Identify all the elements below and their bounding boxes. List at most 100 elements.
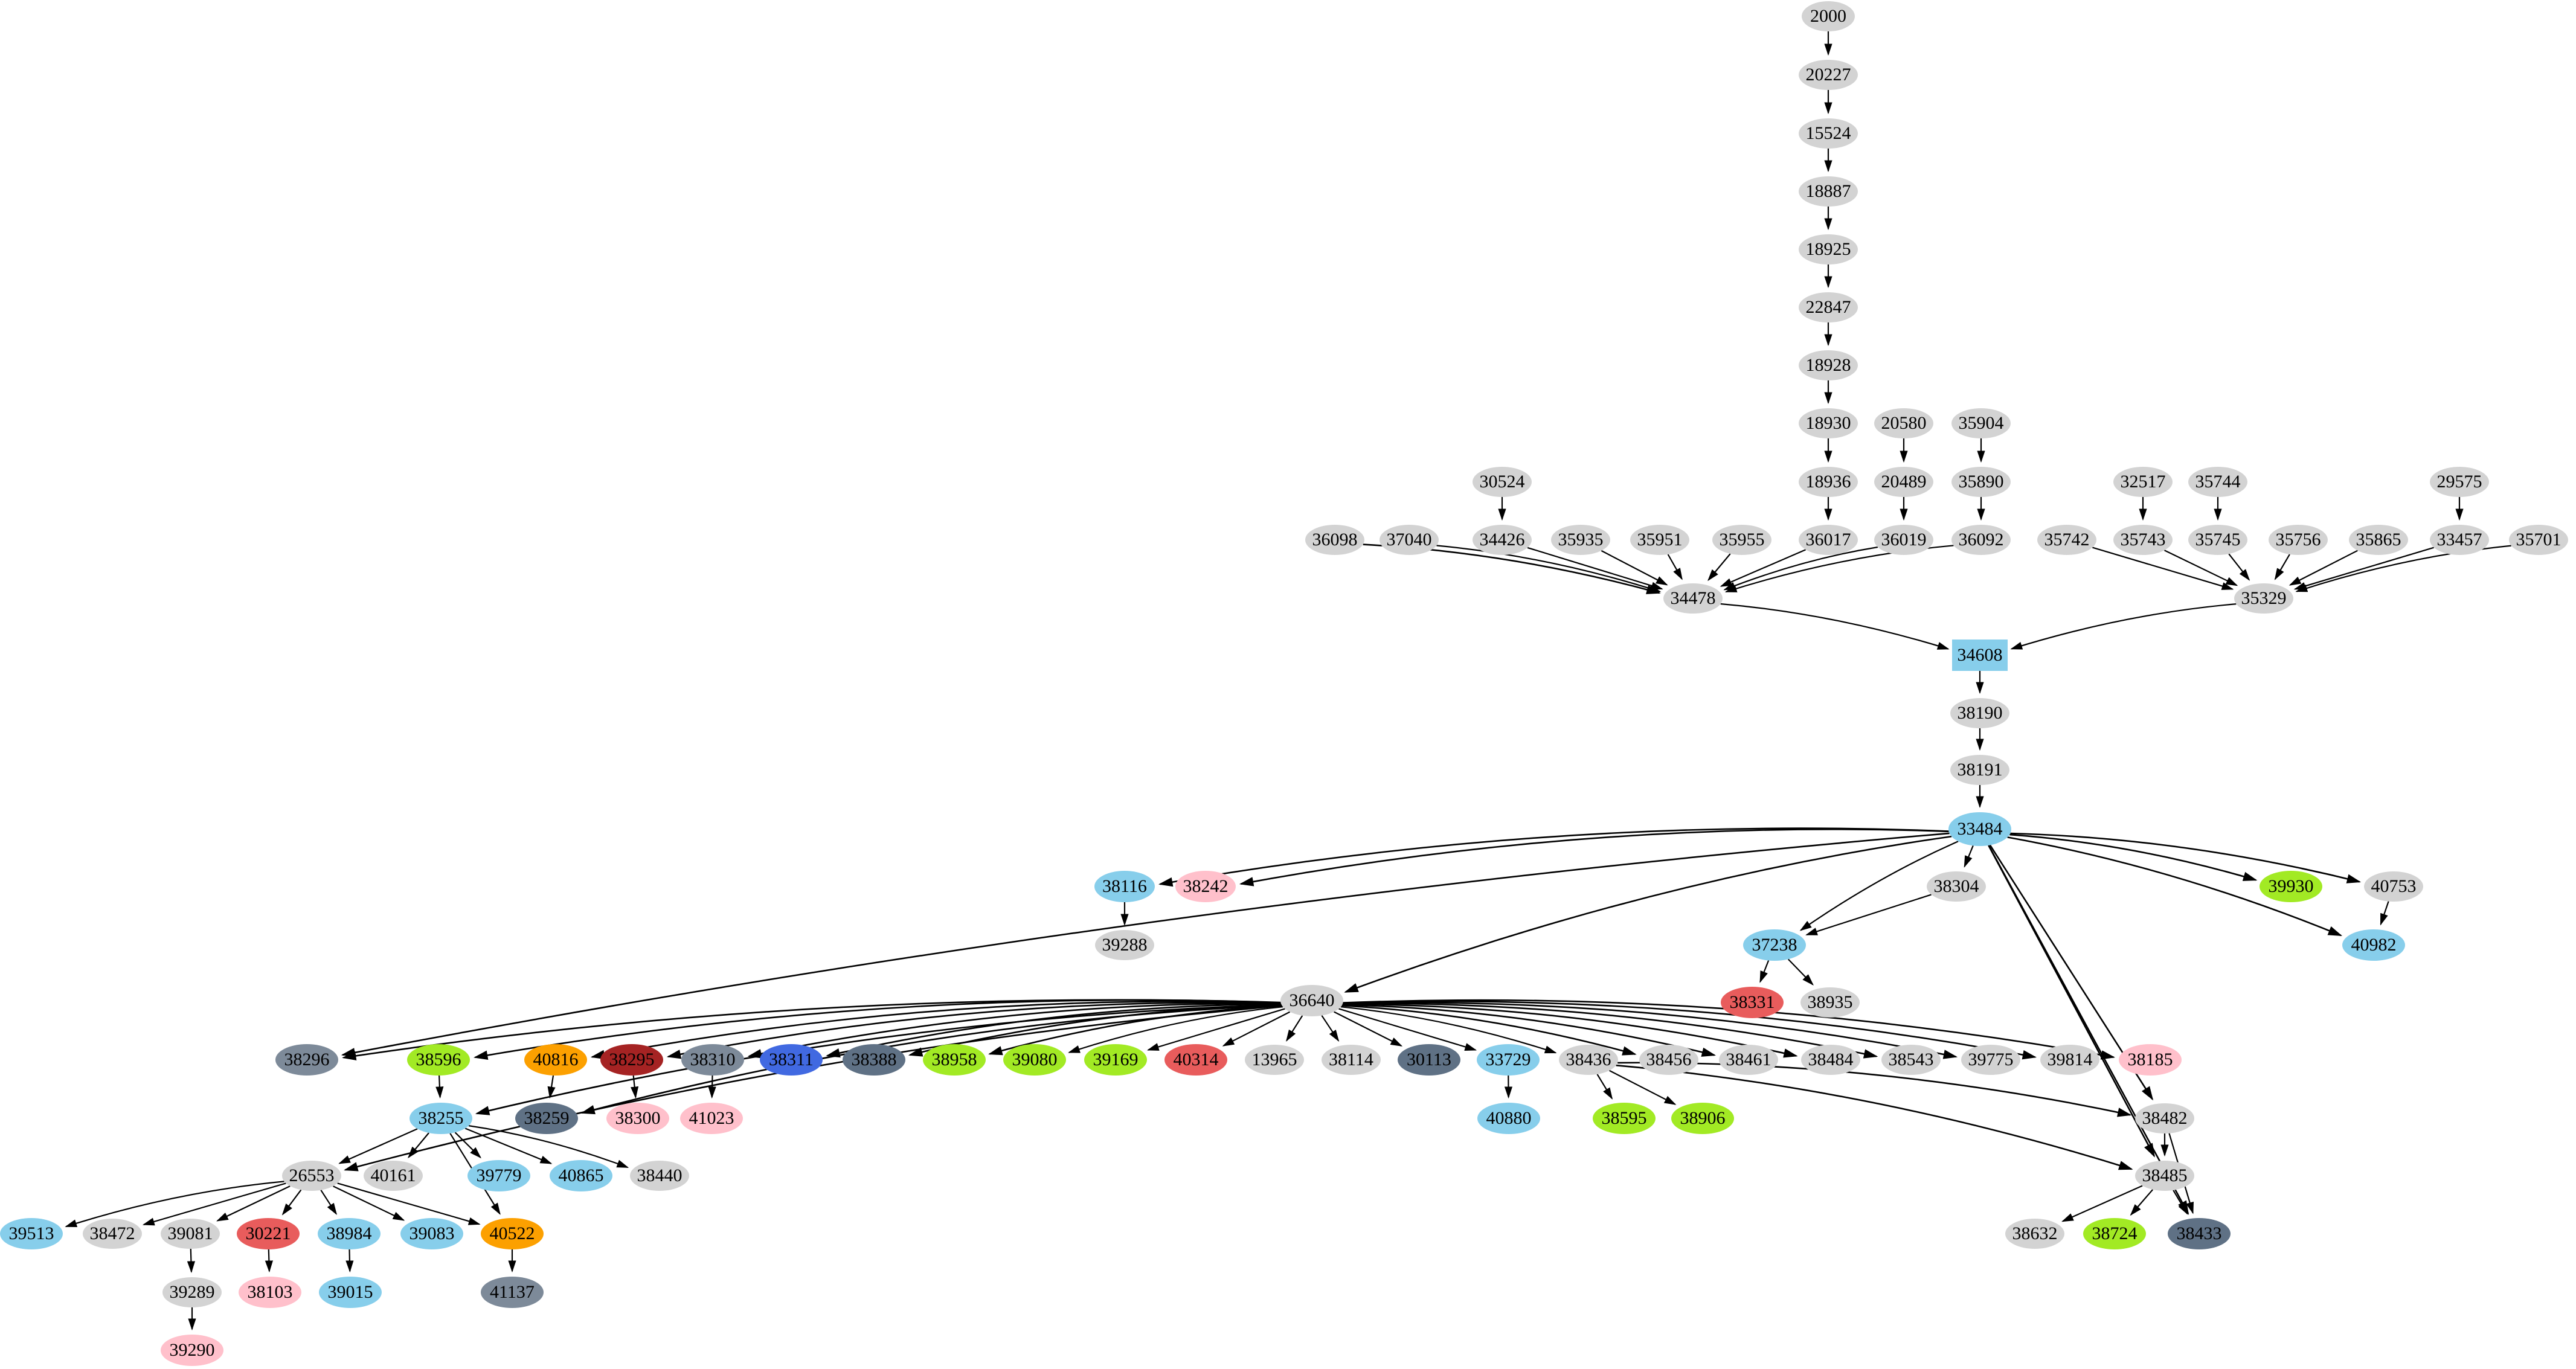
graph-node-30221[interactable]: 30221 <box>237 1218 300 1249</box>
graph-node-39169[interactable]: 39169 <box>1084 1044 1147 1076</box>
graph-node-38300[interactable]: 38300 <box>606 1103 669 1134</box>
graph-node-40982[interactable]: 40982 <box>2342 929 2405 961</box>
graph-node-38185[interactable]: 38185 <box>2119 1044 2182 1076</box>
graph-node-33484[interactable]: 33484 <box>1948 812 2011 846</box>
graph-node-18936[interactable]: 18936 <box>1799 467 1858 497</box>
graph-node-36019[interactable]: 36019 <box>1874 525 1933 555</box>
graph-node-38331[interactable]: 38331 <box>1721 987 1784 1018</box>
graph-node-38485[interactable]: 38485 <box>2135 1161 2194 1191</box>
graph-node-34608[interactable]: 34608 <box>1952 640 2008 671</box>
graph-node-29575[interactable]: 29575 <box>2430 467 2489 497</box>
graph-node-40522[interactable]: 40522 <box>481 1218 544 1249</box>
graph-node-35935[interactable]: 35935 <box>1551 525 1610 555</box>
graph-node-39081[interactable]: 39081 <box>161 1219 220 1249</box>
graph-node-34478[interactable]: 34478 <box>1663 583 1723 614</box>
graph-node-18930[interactable]: 18930 <box>1799 408 1858 438</box>
graph-node-38191[interactable]: 38191 <box>1950 755 2009 785</box>
graph-node-38935[interactable]: 38935 <box>1800 987 1860 1018</box>
graph-node-38595[interactable]: 38595 <box>1593 1103 1656 1134</box>
graph-node-20489[interactable]: 20489 <box>1874 467 1933 497</box>
graph-node-38596[interactable]: 38596 <box>407 1044 470 1076</box>
graph-node-35745[interactable]: 35745 <box>2188 525 2247 555</box>
graph-node-18925[interactable]: 18925 <box>1799 234 1858 265</box>
graph-node-38242[interactable]: 38242 <box>1175 871 1236 902</box>
graph-node-38543[interactable]: 38543 <box>1881 1045 1941 1075</box>
graph-node-35756[interactable]: 35756 <box>2269 525 2328 555</box>
graph-node-39779[interactable]: 39779 <box>467 1160 530 1191</box>
graph-node-38456[interactable]: 38456 <box>1639 1045 1698 1075</box>
graph-node-35951[interactable]: 35951 <box>1630 525 1689 555</box>
graph-node-38310[interactable]: 38310 <box>681 1044 744 1076</box>
graph-node-38433[interactable]: 38433 <box>2168 1218 2231 1249</box>
graph-node-38984[interactable]: 38984 <box>318 1218 381 1249</box>
graph-node-38436[interactable]: 38436 <box>1559 1045 1618 1075</box>
graph-node-30113[interactable]: 30113 <box>1398 1044 1460 1076</box>
graph-node-41137[interactable]: 41137 <box>481 1277 544 1308</box>
graph-node-39814[interactable]: 39814 <box>2040 1045 2099 1075</box>
graph-node-40816[interactable]: 40816 <box>524 1044 587 1076</box>
graph-node-38724[interactable]: 38724 <box>2083 1218 2146 1249</box>
graph-node-13965[interactable]: 13965 <box>1245 1045 1304 1075</box>
graph-node-35865[interactable]: 35865 <box>2349 525 2408 555</box>
graph-node-35904[interactable]: 35904 <box>1951 408 2011 438</box>
graph-node-38440[interactable]: 38440 <box>630 1161 689 1191</box>
graph-node-2000[interactable]: 2000 <box>1802 1 1855 31</box>
graph-node-22847[interactable]: 22847 <box>1799 292 1858 322</box>
graph-node-37238[interactable]: 37238 <box>1743 929 1806 961</box>
graph-node-32517[interactable]: 32517 <box>2113 467 2173 497</box>
graph-node-38461[interactable]: 38461 <box>1719 1045 1778 1075</box>
graph-node-34426[interactable]: 34426 <box>1473 525 1532 555</box>
graph-node-39289[interactable]: 39289 <box>162 1277 222 1307</box>
graph-node-38472[interactable]: 38472 <box>83 1219 142 1249</box>
graph-node-39288[interactable]: 39288 <box>1095 930 1154 960</box>
graph-node-38311[interactable]: 38311 <box>760 1044 823 1076</box>
graph-node-39080[interactable]: 39080 <box>1003 1044 1066 1076</box>
graph-node-40753[interactable]: 40753 <box>2364 871 2423 902</box>
graph-node-38259[interactable]: 38259 <box>515 1103 578 1134</box>
graph-node-35329[interactable]: 35329 <box>2234 583 2293 614</box>
graph-node-38482[interactable]: 38482 <box>2135 1103 2194 1133</box>
graph-node-35742[interactable]: 35742 <box>2037 525 2096 555</box>
graph-node-38304[interactable]: 38304 <box>1927 871 1986 902</box>
graph-node-38116[interactable]: 38116 <box>1094 871 1155 902</box>
graph-node-36092[interactable]: 36092 <box>1951 525 2011 555</box>
graph-node-20580[interactable]: 20580 <box>1874 408 1933 438</box>
graph-node-38295[interactable]: 38295 <box>600 1044 663 1076</box>
graph-node-18928[interactable]: 18928 <box>1799 350 1858 380</box>
graph-node-38296[interactable]: 38296 <box>275 1044 338 1076</box>
graph-node-15524[interactable]: 15524 <box>1799 118 1858 149</box>
graph-node-38190[interactable]: 38190 <box>1950 698 2009 728</box>
graph-node-38632[interactable]: 38632 <box>2005 1219 2064 1249</box>
graph-node-18887[interactable]: 18887 <box>1799 176 1858 207</box>
graph-node-40865[interactable]: 40865 <box>550 1160 612 1191</box>
graph-node-39930[interactable]: 39930 <box>2260 871 2322 902</box>
graph-node-36098[interactable]: 36098 <box>1305 525 1364 555</box>
graph-node-38958[interactable]: 38958 <box>923 1044 986 1076</box>
graph-node-39775[interactable]: 39775 <box>1961 1045 2020 1075</box>
graph-node-39290[interactable]: 39290 <box>161 1335 223 1366</box>
graph-node-20227[interactable]: 20227 <box>1799 60 1858 90</box>
graph-node-40314[interactable]: 40314 <box>1164 1044 1227 1076</box>
graph-node-30524[interactable]: 30524 <box>1473 467 1532 497</box>
graph-node-38388[interactable]: 38388 <box>843 1044 905 1076</box>
graph-node-38906[interactable]: 38906 <box>1671 1103 1734 1134</box>
graph-node-40161[interactable]: 40161 <box>364 1161 423 1191</box>
graph-node-26553[interactable]: 26553 <box>282 1161 341 1191</box>
graph-node-35890[interactable]: 35890 <box>1951 467 2011 497</box>
graph-node-35701[interactable]: 35701 <box>2509 525 2568 555</box>
graph-node-38255[interactable]: 38255 <box>410 1103 472 1134</box>
graph-node-41023[interactable]: 41023 <box>680 1103 743 1134</box>
graph-node-33457[interactable]: 33457 <box>2430 525 2489 555</box>
graph-node-33729[interactable]: 33729 <box>1477 1044 1540 1076</box>
graph-node-38103[interactable]: 38103 <box>239 1277 301 1308</box>
graph-node-35744[interactable]: 35744 <box>2188 467 2247 497</box>
graph-node-39083[interactable]: 39083 <box>400 1218 463 1249</box>
graph-node-38114[interactable]: 38114 <box>1322 1045 1381 1075</box>
graph-node-36640[interactable]: 36640 <box>1280 985 1343 1016</box>
graph-node-39513[interactable]: 39513 <box>0 1218 63 1249</box>
graph-node-38484[interactable]: 38484 <box>1801 1045 1860 1075</box>
graph-node-36017[interactable]: 36017 <box>1799 525 1858 555</box>
graph-node-40880[interactable]: 40880 <box>1477 1103 1540 1134</box>
graph-node-35743[interactable]: 35743 <box>2113 525 2173 555</box>
graph-node-37040[interactable]: 37040 <box>1380 525 1439 555</box>
